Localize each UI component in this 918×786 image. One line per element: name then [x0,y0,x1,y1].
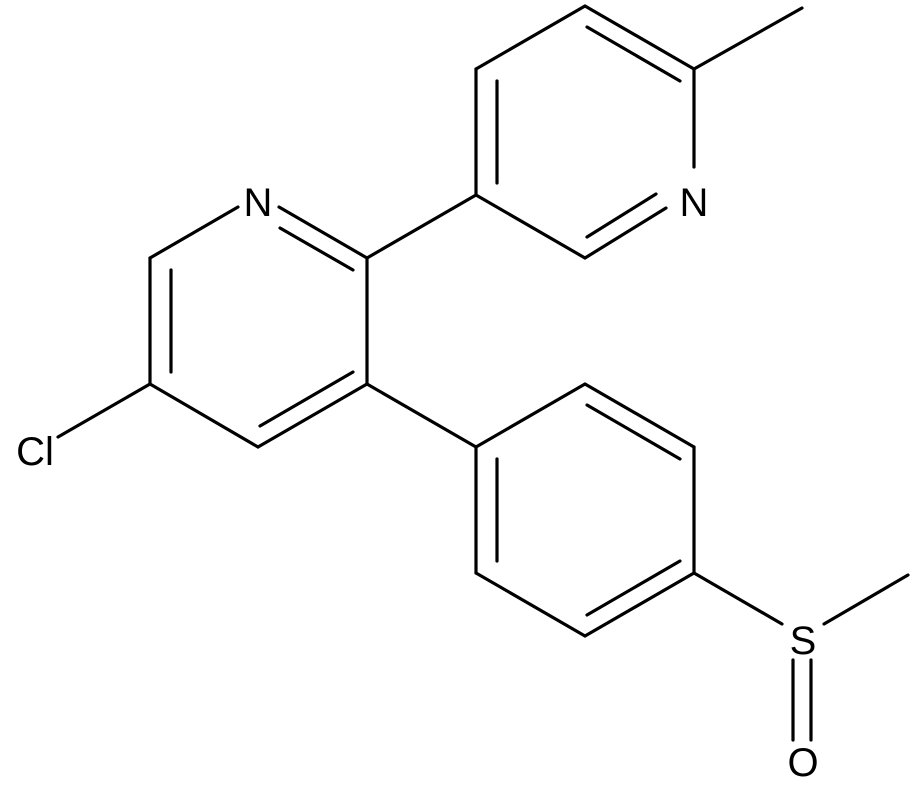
bond [474,4,587,71]
oxygen-label: O [787,741,818,785]
phenyl-ring [365,382,696,638]
bond [148,205,240,260]
nitrogen-label: N [680,181,709,225]
bond [474,193,587,260]
bond [585,192,658,239]
methylpyridine-ring [365,4,804,260]
bond [365,193,478,260]
nitrogen-label: N [244,181,273,225]
bond [56,382,152,439]
methylsulfinyl-group [692,571,910,742]
bond [365,382,478,449]
bond [583,206,668,260]
bond [585,559,682,617]
central-pyridine-ring [148,205,369,449]
bond [585,25,682,83]
bond [585,403,682,461]
bond [148,382,260,449]
sulfur-label: S [790,619,817,663]
bond [692,6,804,71]
bond [583,382,696,449]
bond [258,370,355,428]
bond [278,226,355,272]
bond [692,571,784,626]
bond [583,571,696,638]
bond [822,573,910,626]
bond [474,382,587,449]
bond [583,4,696,71]
bond [256,382,369,449]
bond [474,571,587,638]
chlorine-label: Cl [16,430,54,474]
bond [277,205,369,260]
